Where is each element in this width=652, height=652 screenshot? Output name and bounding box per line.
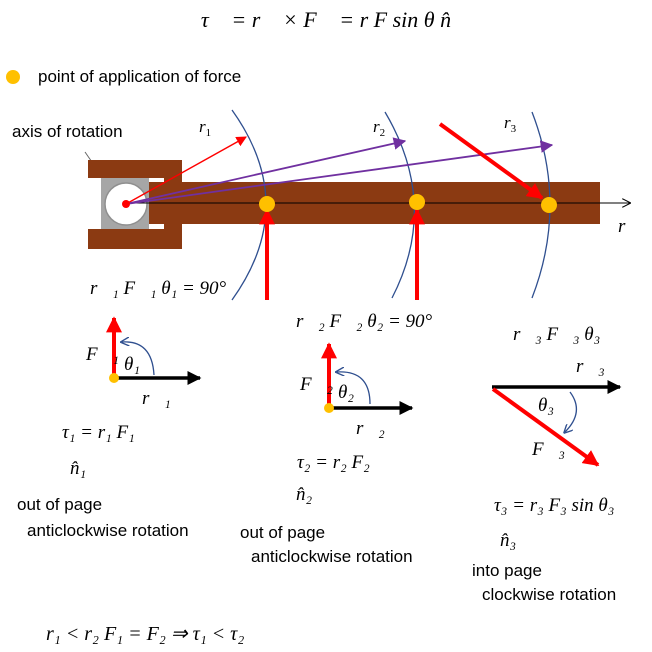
case3-force-vector bbox=[491, 387, 600, 467]
case3-theta-label: θ₃ bbox=[538, 395, 554, 416]
case2-theta-label: θ₂ bbox=[338, 382, 354, 403]
legend-label: point of application of force bbox=[38, 67, 241, 86]
case2-rotation: anticlockwise rotation bbox=[251, 547, 413, 566]
case1-rotation: anticlockwise rotation bbox=[27, 521, 189, 540]
case2-torque: τ₂ = r₂ F₂ bbox=[297, 452, 370, 473]
case3-header: r⃗₃ F⃗₃ θ₃ bbox=[513, 324, 600, 345]
torque-equation: τ⃗ = r⃗ × F⃗ = r F sin θ n̂ bbox=[201, 7, 451, 32]
radius-label-r3: r3 bbox=[504, 113, 517, 135]
radius-label-r1: r1 bbox=[199, 117, 211, 139]
case2-direction: out of page bbox=[240, 523, 325, 542]
case1-f-label: F⃗₁ bbox=[85, 344, 119, 365]
case2-f-label: F⃗₂ bbox=[299, 374, 333, 395]
force-arrow-3 bbox=[438, 122, 544, 200]
case1-point bbox=[109, 373, 119, 383]
case1-unit-vector: n̂₁ bbox=[70, 458, 86, 479]
case1-theta-label: θ₁ bbox=[124, 354, 140, 375]
case3-torque: τ₃ = r₃ F₃ sin θ₃ bbox=[494, 495, 614, 516]
rotation-axis-point bbox=[122, 200, 130, 208]
case3-rotation: clockwise rotation bbox=[482, 585, 616, 604]
radius-vector-2 bbox=[125, 137, 407, 205]
case1-r-label: r⃗₁ bbox=[142, 388, 171, 409]
case2-unit-vector: n̂₂ bbox=[296, 484, 313, 505]
case2-angle-arc bbox=[337, 372, 371, 405]
application-point-2 bbox=[409, 194, 425, 210]
application-point-1 bbox=[259, 196, 275, 212]
legend-point-dot bbox=[6, 70, 20, 84]
case2-r-label: r⃗₂ bbox=[356, 418, 385, 439]
case1-angle-arc bbox=[122, 342, 155, 376]
r-axis-label: r⃗ bbox=[618, 216, 640, 237]
case3-direction: into page bbox=[472, 561, 542, 580]
case3-angle-arc bbox=[565, 391, 577, 432]
application-point-3 bbox=[541, 197, 557, 213]
case2-header: r⃗₂ F⃗₂ θ₂ = 90° bbox=[296, 311, 433, 332]
conclusion-equation: r₁ < r₂ F₁ = F₂ ⇒ τ₁ < τ₂ bbox=[46, 623, 244, 645]
case3-r-label: r⃗₃ bbox=[576, 356, 605, 377]
case1-torque: τ₁ = r₁ F₁ bbox=[62, 422, 135, 443]
case3-f-label: F⃗₃ bbox=[531, 439, 565, 460]
radius-label-r2: r2 bbox=[373, 117, 385, 139]
axis-of-rotation-label: axis of rotation bbox=[12, 122, 123, 141]
case2-point bbox=[324, 403, 334, 413]
case1-header: r⃗₁ F⃗₁ θ₁ = 90° bbox=[90, 278, 227, 299]
radius-vector-1 bbox=[125, 136, 247, 205]
case3-unit-vector: n̂₃ bbox=[500, 530, 516, 551]
case1-direction: out of page bbox=[17, 495, 102, 514]
